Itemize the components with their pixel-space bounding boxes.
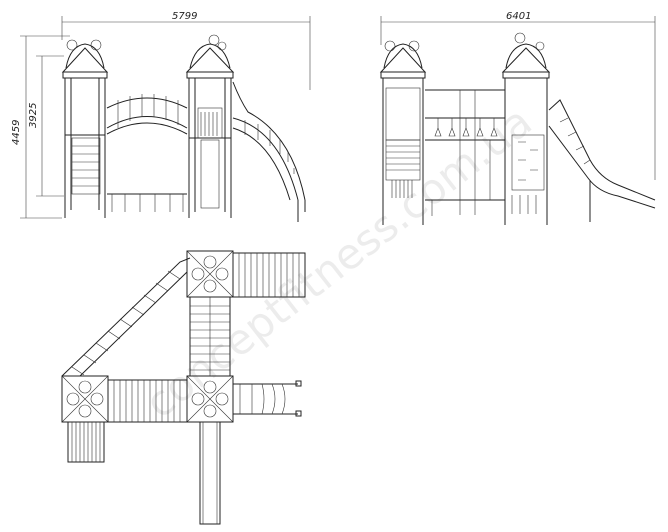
plan-curved-slide-steps xyxy=(233,380,302,417)
left-tower xyxy=(61,39,109,218)
plan-lower-bridge xyxy=(107,379,188,423)
plan-view xyxy=(61,250,306,525)
dimension-total-height: 4459 xyxy=(11,35,70,219)
plan-tower-bottom-left xyxy=(61,375,109,423)
side-slide xyxy=(548,99,656,222)
arched-bridge xyxy=(106,94,188,212)
side-bridge xyxy=(425,89,505,216)
plan-stairs xyxy=(67,421,105,463)
front-view xyxy=(61,34,306,222)
total-height-label: 4459 xyxy=(11,120,22,145)
watermark: conceptfitness.com.ua xyxy=(136,97,541,428)
platform-height-label: 3925 xyxy=(28,103,39,128)
front-width-label: 5799 xyxy=(172,11,197,22)
side-left-tower xyxy=(379,40,427,225)
plan-arched-bridge xyxy=(189,296,231,377)
dimension-side-width: 6401 xyxy=(380,11,656,180)
side-width-label: 6401 xyxy=(506,11,531,22)
plan-tower-top xyxy=(186,250,234,298)
plan-diagonal-ladder xyxy=(61,257,191,377)
curved-slide xyxy=(232,81,306,222)
dimension-platform-height: 3925 xyxy=(28,55,64,197)
right-tower xyxy=(185,34,235,218)
plan-slide xyxy=(199,421,221,525)
side-view xyxy=(379,32,656,225)
plan-top-bridge xyxy=(232,252,306,298)
